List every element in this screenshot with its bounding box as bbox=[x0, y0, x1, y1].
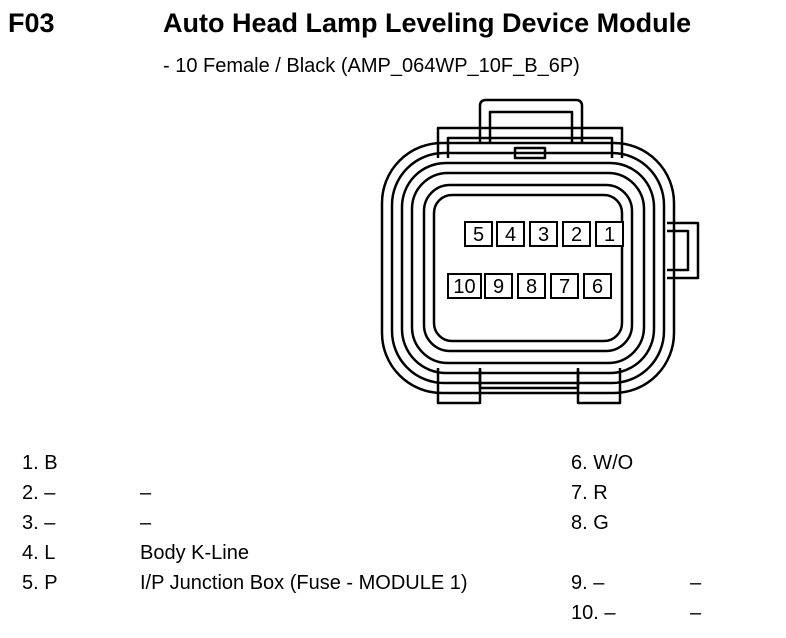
pin-description: Body K-Line bbox=[140, 542, 249, 564]
pin-box bbox=[496, 221, 525, 247]
pin-label: 8. G bbox=[571, 512, 609, 534]
pin-box bbox=[517, 273, 546, 299]
pin-description: – bbox=[690, 572, 702, 594]
pin-box bbox=[550, 273, 579, 299]
pin-label: 3. – bbox=[22, 512, 56, 534]
pin-box bbox=[484, 273, 513, 299]
pin-box bbox=[529, 221, 558, 247]
pin-label: 4. L bbox=[22, 542, 56, 564]
page-title: Auto Head Lamp Leveling Device Module bbox=[163, 8, 692, 38]
pin-description: – bbox=[140, 512, 152, 534]
pin-number: 8 bbox=[526, 276, 537, 298]
pin-number: 1 bbox=[604, 224, 615, 246]
connector-code: F03 bbox=[8, 8, 55, 38]
pin-box bbox=[562, 221, 591, 247]
pin-box bbox=[464, 221, 493, 247]
pin-box bbox=[583, 273, 612, 299]
pin-number: 9 bbox=[493, 276, 504, 298]
latch-outer bbox=[478, 98, 584, 143]
pin-number: 5 bbox=[473, 224, 484, 246]
pin-label: 7. R bbox=[571, 482, 608, 504]
pin-label: 5. P bbox=[22, 572, 58, 594]
pin-description: – bbox=[140, 482, 152, 504]
side-tab bbox=[667, 221, 700, 280]
pin-number: 4 bbox=[505, 224, 516, 246]
pin-number: 6 bbox=[592, 276, 603, 298]
pin-number: 2 bbox=[571, 224, 582, 246]
pin-description: – bbox=[690, 602, 702, 624]
pin-label: 1. B bbox=[22, 452, 58, 474]
inner-face bbox=[432, 193, 624, 343]
pin-number: 10 bbox=[453, 276, 475, 298]
pin-label: 10. – bbox=[571, 602, 616, 624]
pin-box bbox=[595, 221, 624, 247]
pin-label: 6. W/O bbox=[571, 452, 634, 474]
pin-number: 7 bbox=[559, 276, 570, 298]
pin-label: 9. – bbox=[571, 572, 605, 594]
pin-description: I/P Junction Box (Fuse - MODULE 1) bbox=[140, 572, 468, 594]
pin-box bbox=[447, 273, 482, 299]
pin-label: 2. – bbox=[22, 482, 56, 504]
outer-shell bbox=[380, 141, 676, 395]
pin-number: 3 bbox=[538, 224, 549, 246]
connector-subtitle: - 10 Female / Black (AMP_064WP_10F_B_6P) bbox=[163, 55, 580, 77]
